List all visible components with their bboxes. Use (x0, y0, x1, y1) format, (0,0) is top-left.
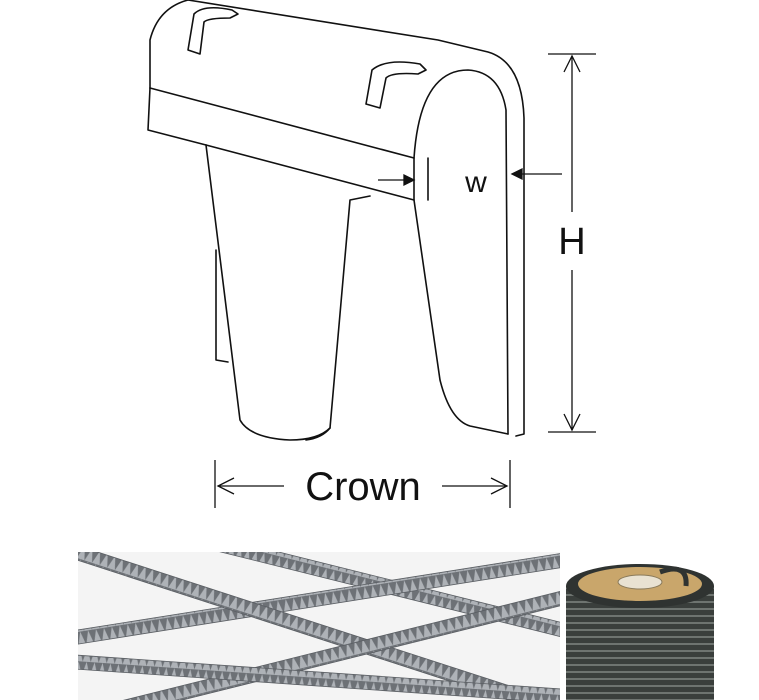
staple-slot-left (187, 6, 239, 55)
staple-coil-roll-icon (566, 564, 714, 700)
staple-front-bar (205, 144, 415, 201)
crown-arrowhead-right (490, 477, 509, 495)
crown-label: Crown (305, 465, 421, 509)
staple-right-leg (413, 199, 509, 435)
staple-left-block (147, 87, 207, 146)
width-label: w (464, 166, 487, 199)
coil-loose-end (659, 566, 689, 587)
staple-left-leg-edge (305, 427, 331, 441)
width-arrowhead-left (403, 173, 416, 187)
staple-strips-photo (78, 552, 562, 700)
staple-strip (78, 552, 562, 648)
width-arrowhead-right (510, 167, 523, 181)
height-arrowhead-bottom (563, 413, 581, 432)
staple-strip (78, 552, 562, 649)
crown-arrowhead-left (216, 477, 235, 495)
staple-coil-roll-photo (560, 552, 722, 700)
staple-top-outline (149, 0, 525, 437)
height-arrowhead-top (563, 54, 581, 73)
coil-core (617, 574, 663, 590)
staple-strips-icon (78, 552, 562, 700)
staple-inner-arch (413, 69, 509, 435)
staple-front-top-edge (149, 87, 415, 159)
staple-left-leg (205, 144, 371, 441)
staple-strip (78, 653, 562, 700)
staple-left-leg-side (215, 249, 229, 363)
height-label: H (558, 221, 585, 263)
staple-dimension-diagram: w H Crown (147, 0, 596, 509)
staple-strip (78, 579, 562, 700)
staple-slot-right (365, 61, 427, 109)
